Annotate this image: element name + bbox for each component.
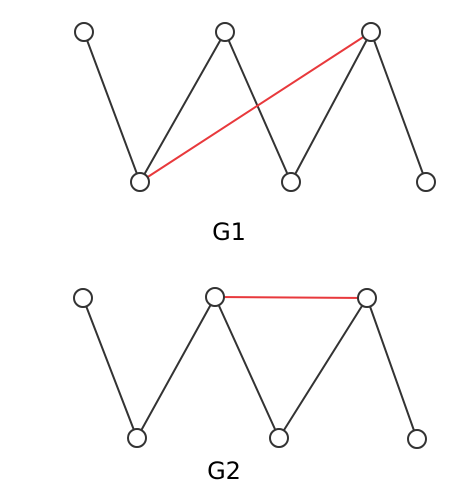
node-top-1 — [74, 22, 94, 42]
node-top-3 — [361, 22, 381, 42]
node-top-2 — [215, 22, 235, 42]
graph-label-g2: G2 — [207, 457, 241, 485]
node-bottom-3 — [407, 429, 427, 449]
edge — [370, 31, 427, 183]
edge — [366, 297, 418, 440]
edge — [136, 296, 216, 439]
edge — [82, 297, 138, 439]
edge — [214, 296, 280, 439]
edge — [83, 31, 141, 183]
graph-g1 — [74, 22, 436, 192]
highlighted-edge — [214, 296, 368, 299]
edge — [224, 31, 292, 183]
edge — [290, 31, 372, 183]
node-bottom-1 — [127, 428, 147, 448]
node-bottom-1 — [130, 172, 150, 192]
graph-g2 — [73, 287, 427, 449]
node-top-2 — [205, 287, 225, 307]
edge — [278, 297, 368, 439]
node-bottom-2 — [281, 172, 301, 192]
node-top-3 — [357, 288, 377, 308]
graph-label-g1: G1 — [212, 218, 246, 246]
node-top-1 — [73, 288, 93, 308]
node-bottom-3 — [416, 172, 436, 192]
edge — [139, 31, 226, 183]
highlighted-edge — [139, 31, 372, 183]
node-bottom-2 — [269, 428, 289, 448]
